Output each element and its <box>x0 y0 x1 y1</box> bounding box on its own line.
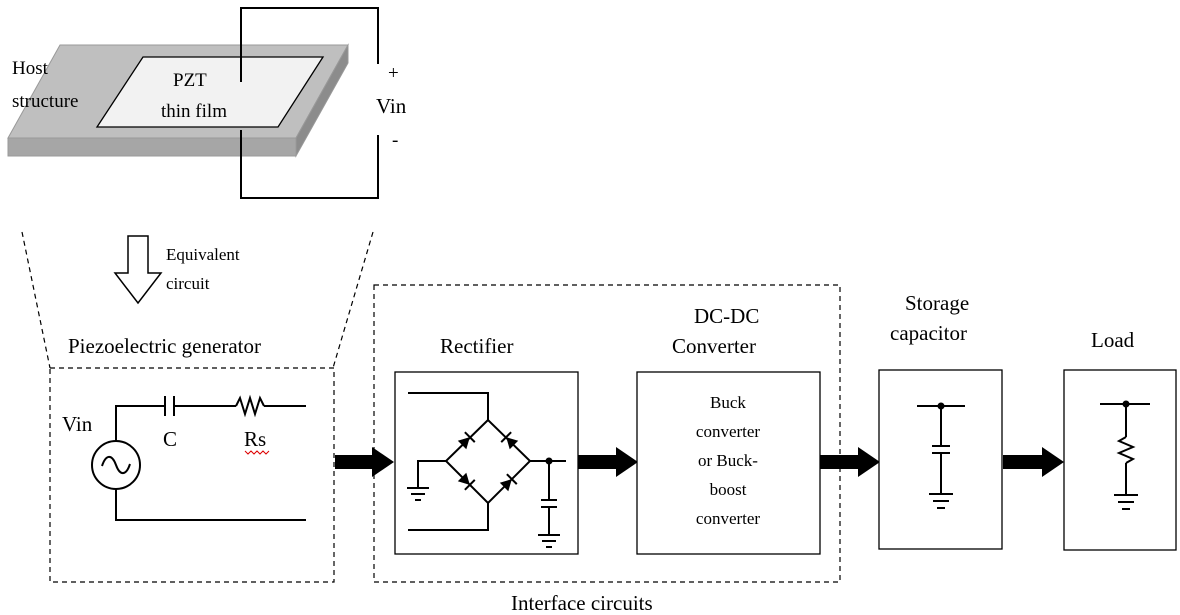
projection-line-left <box>21 231 51 369</box>
vin-plus-sign: + <box>388 63 399 84</box>
pzt-thin-film <box>95 56 325 128</box>
generator-dashed-box <box>49 367 335 583</box>
host-label-line2: structure <box>12 91 78 112</box>
dcdc-title-line2: Converter <box>672 334 756 358</box>
equivalent-label-line1: Equivalent <box>166 245 240 264</box>
resistor-rs-label: Rs <box>244 427 266 451</box>
storage-title-line2: capacitor <box>890 321 967 345</box>
generator-circuit <box>91 394 306 521</box>
load-resistor-circuit <box>1100 400 1150 510</box>
rectifier-title: Rectifier <box>440 334 513 358</box>
projection-line-right <box>332 231 374 369</box>
load-box <box>1063 369 1177 551</box>
arrow-generator-to-rectifier <box>335 447 394 477</box>
rectifier-bridge-circuit <box>407 392 566 548</box>
dcdc-body-line: converter <box>696 422 761 441</box>
generator-title: Piezoelectric generator <box>68 334 261 358</box>
dcdc-body-line: converter <box>696 509 761 528</box>
film-label-line2: thin film <box>161 101 227 122</box>
dcdc-body-text: Buck converter or Buck- boost converter <box>696 393 761 528</box>
film-label-line1: PZT <box>173 70 207 91</box>
dcdc-body-line: boost <box>710 480 747 499</box>
dcdc-body-line: or Buck- <box>698 451 758 470</box>
dcdc-box <box>636 371 821 555</box>
load-title: Load <box>1091 328 1135 352</box>
rectifier-box <box>394 371 579 555</box>
vin-minus-sign: - <box>392 130 398 151</box>
arrow-dcdc-to-storage <box>820 447 880 477</box>
electrode-wires <box>240 7 379 199</box>
vin-top-label: Vin <box>376 94 407 118</box>
equivalent-circuit-arrow <box>113 235 163 305</box>
equivalent-label-line2: circuit <box>166 274 210 293</box>
arrow-storage-to-load <box>1003 447 1064 477</box>
interface-caption: Interface circuits <box>511 591 653 615</box>
generator-vin-label: Vin <box>62 412 93 436</box>
capacitor-c-label: C <box>163 427 177 451</box>
dcdc-title-line1: DC-DC <box>694 304 759 328</box>
storage-title-line1: Storage <box>905 291 969 315</box>
interface-dashed-box <box>373 284 841 583</box>
host-label-line1: Host <box>12 58 49 79</box>
storage-capacitor-circuit <box>917 402 965 509</box>
spellcheck-underline <box>244 450 270 455</box>
dcdc-body-line: Buck <box>710 393 746 412</box>
arrow-rectifier-to-dcdc <box>578 447 638 477</box>
